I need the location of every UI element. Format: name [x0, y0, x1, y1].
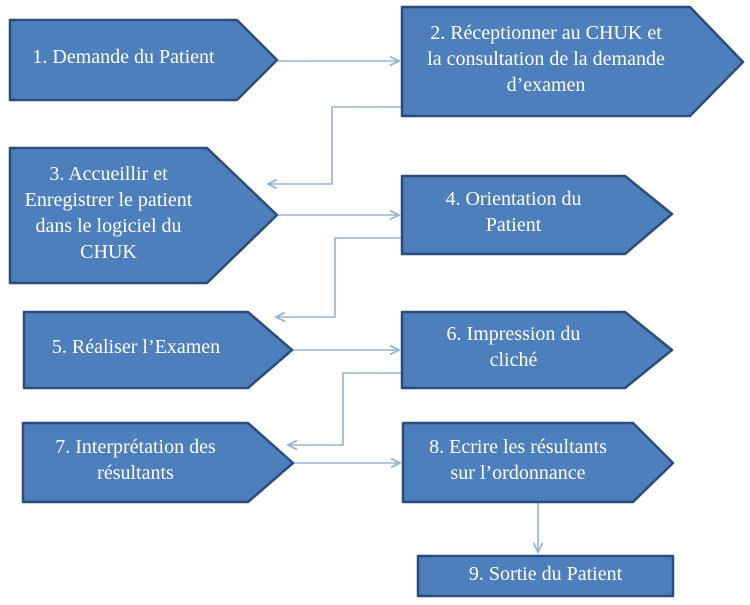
step-2-shape — [400, 5, 745, 118]
step-9-shape — [416, 554, 675, 598]
connector-step6-step7 — [288, 372, 402, 445]
connector-step4-step5 — [276, 237, 402, 317]
step-4-shape — [400, 174, 674, 256]
step-5-shape — [22, 310, 294, 390]
step-1-shape — [8, 18, 279, 102]
step-6-shape — [400, 310, 674, 390]
connector-step2-step3 — [268, 106, 402, 184]
step-7-shape — [21, 421, 295, 504]
step-8-shape — [401, 421, 675, 504]
step-3-shape — [8, 146, 279, 285]
